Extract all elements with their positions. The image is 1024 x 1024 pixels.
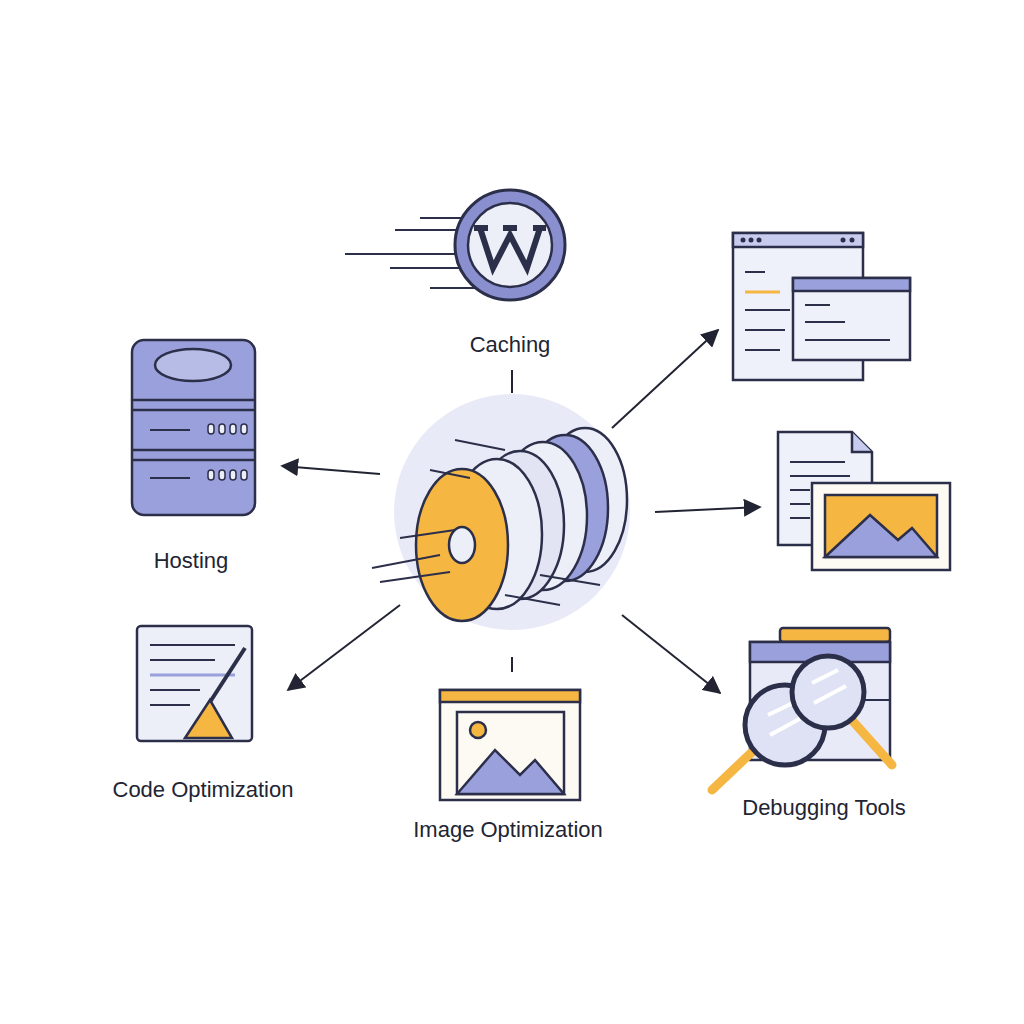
speed-lines <box>372 440 600 605</box>
node-label: Code Optimization <box>113 777 294 803</box>
document-image-icon <box>778 432 950 570</box>
arrow-line <box>622 615 720 693</box>
arrow-line <box>288 605 400 690</box>
node-label: Debugging Tools <box>742 795 906 821</box>
node-label: Image Optimization <box>413 817 603 843</box>
disc-front <box>416 469 508 621</box>
icon-node: Image Optimization <box>378 685 638 843</box>
node-label: Caching <box>470 332 551 358</box>
debugging-icon <box>712 628 892 790</box>
arrow-line <box>282 466 380 474</box>
server-icon <box>132 340 255 515</box>
arrow-lines <box>282 330 760 693</box>
code-window-icon <box>733 233 910 380</box>
disc-hole <box>449 527 475 563</box>
hub-illustration <box>372 394 630 630</box>
caching-icon <box>345 190 565 300</box>
icon-node: Hosting <box>91 320 291 574</box>
arrow-line <box>612 330 718 428</box>
icon-node: Code Optimization <box>83 615 323 803</box>
arrow-line <box>655 507 760 512</box>
tick-line <box>511 370 513 393</box>
icon-node: Caching <box>410 190 610 358</box>
logo-mark <box>474 228 546 268</box>
hub-circle <box>394 394 630 630</box>
node-label: Hosting <box>154 548 229 574</box>
code-document-icon <box>137 626 252 741</box>
tick-line <box>511 657 513 672</box>
image-icon <box>440 690 580 800</box>
icon-node: Debugging Tools <box>704 625 944 821</box>
